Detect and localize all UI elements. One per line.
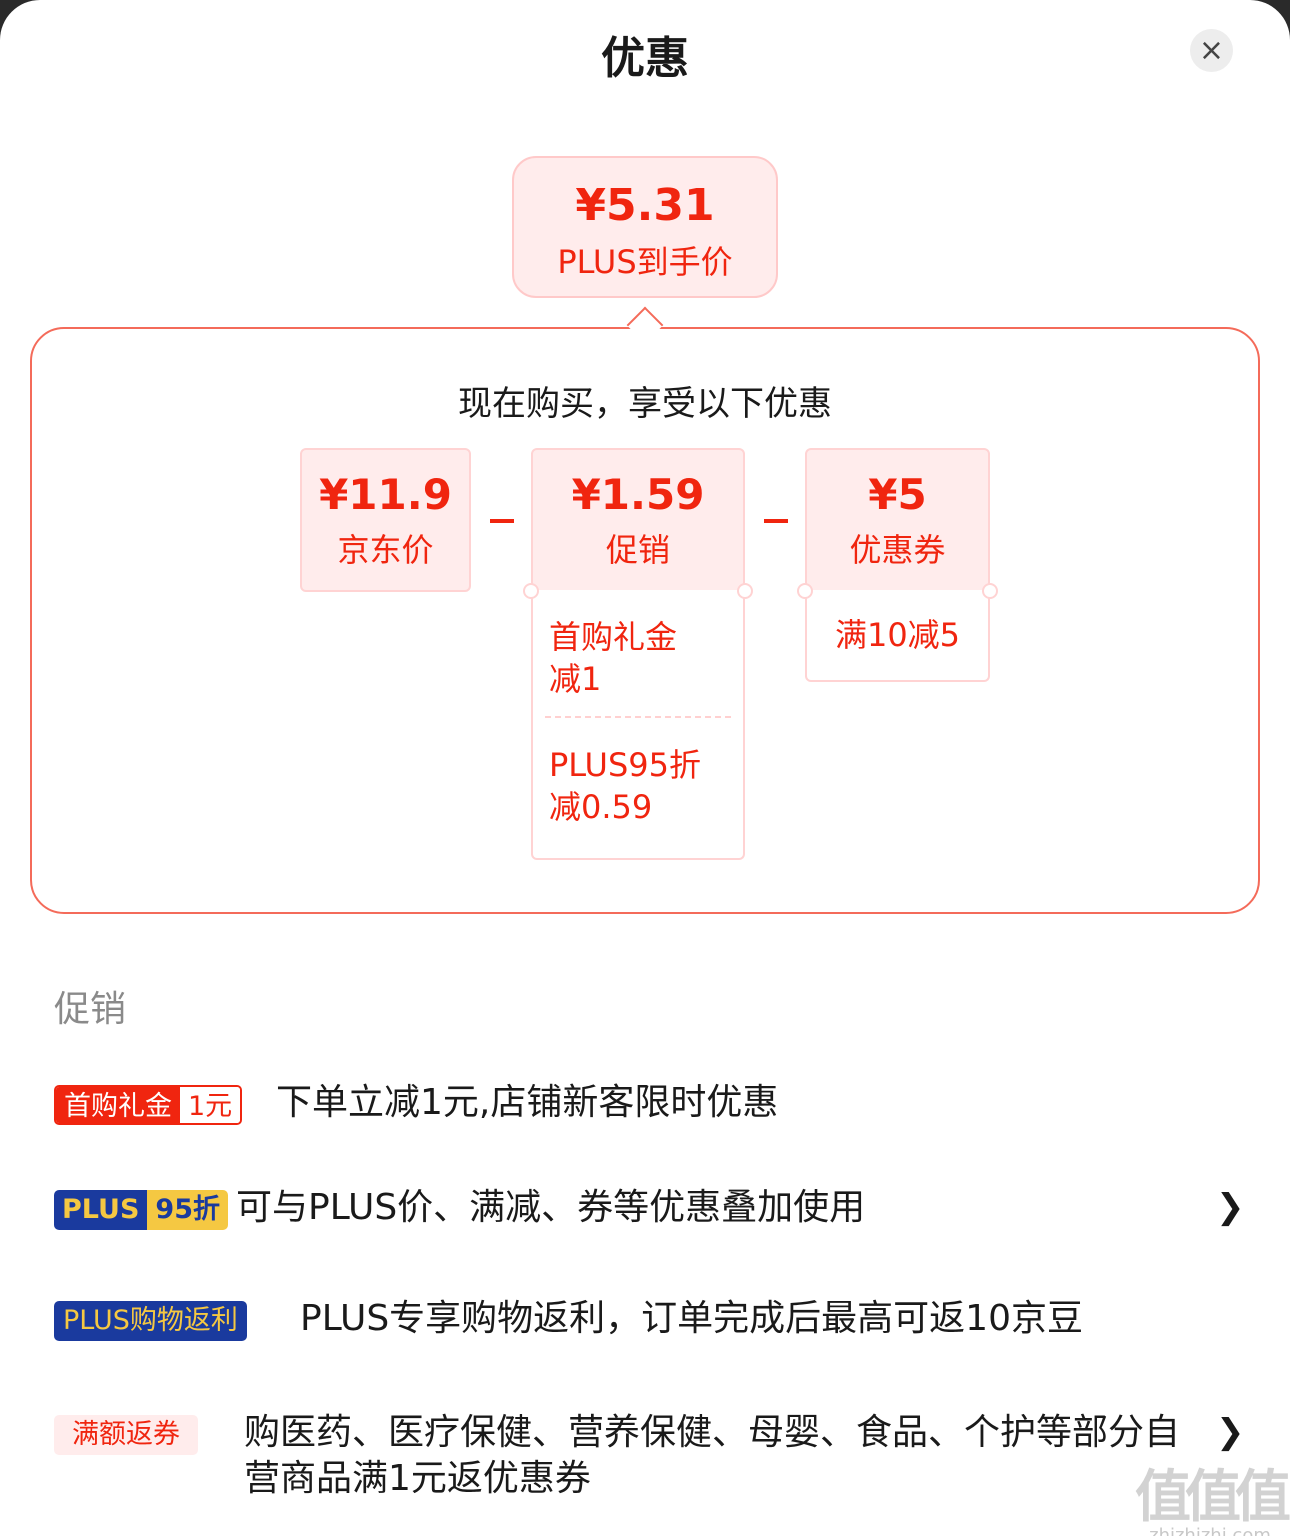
final-price-amount: ¥5.31 [575,180,715,231]
tag-sub: 1元 [180,1087,241,1123]
promo-text: 购医药、医疗保健、营养保健、母婴、食品、个护等部分自营商品满1元返优惠券 [244,1412,1181,1499]
card-amount: ¥5 [868,470,927,519]
chevron-right-icon[interactable]: ❯ [1216,1187,1245,1227]
minus-sign [490,519,514,523]
tag-main: 首购礼金 [56,1087,180,1123]
dashed-divider [545,716,731,718]
watermark-logo: 值值值 [1135,1465,1290,1530]
final-price-label: PLUS到手价 [557,243,733,281]
card-label: 京东价 [337,531,434,569]
watermark-url: zhizhizhi.com [1149,1525,1271,1536]
tag-main: PLUS [54,1190,148,1230]
sheet-title: 优惠 [601,33,689,84]
final-price-badge: ¥5.31 PLUS到手价 [512,156,778,298]
card-label: 促销 [605,531,670,569]
card-promotion: ¥1.59 促销 [531,448,745,592]
minus-sign [764,519,788,523]
promo-text: 下单立减1元,店铺新客限时优惠 [276,1082,779,1123]
promo-detail-first-purchase: 首购礼金 减1 [549,618,678,698]
card-amount: ¥11.9 [319,470,452,519]
ticket-punch [523,583,539,599]
ticket-punch [737,583,753,599]
section-label-promotion: 促销 [54,989,127,1030]
tag-main: 满额返券 [54,1415,198,1455]
ticket-punch [982,583,998,599]
chevron-right-icon[interactable]: ❯ [1216,1412,1245,1452]
promo-row-coupon-return[interactable]: 满额返券 购医药、医疗保健、营养保健、母婴、食品、个护等部分自营商品满1元返优惠… [54,1410,1254,1506]
tag-coupon-return: 满额返券 [54,1415,198,1455]
tag-plus-95: PLUS 95折 [54,1190,228,1230]
card-coupon: ¥5 优惠券 [805,448,990,592]
promo-row-plus-rebate: PLUS购物返利 PLUS专享购物返利，订单完成后最高可返10京豆 [54,1296,1254,1346]
card-promotion-details: 首购礼金 减1 PLUS95折 减0.59 [531,590,745,860]
close-icon[interactable]: × [1190,29,1233,72]
card-coupon-details: 满10减5 [805,590,990,682]
coupon-detail: 满10减5 [834,616,961,654]
tag-main: PLUS购物返利 [54,1301,247,1341]
watermark: 值值值 zhizhizhi.com [1130,1452,1290,1536]
tag-plus-rebate: PLUS购物返利 [54,1301,247,1341]
promo-text: PLUS专享购物返利，订单完成后最高可返10京豆 [300,1298,1083,1339]
card-jd-price: ¥11.9 京东价 [300,448,471,592]
card-label: 优惠券 [849,531,946,569]
tag-sub: 95折 [147,1190,228,1230]
ticket-punch [797,583,813,599]
promo-text: 可与PLUS价、满减、券等优惠叠加使用 [236,1187,866,1228]
promo-detail-plus-discount: PLUS95折 减0.59 [549,746,701,826]
breakdown-heading: 现在购买，享受以下优惠 [458,384,832,424]
card-amount: ¥1.59 [571,470,705,519]
tag-first-purchase: 首购礼金 1元 [54,1085,243,1125]
promo-row-plus-discount[interactable]: PLUS 95折 可与PLUS价、满减、券等优惠叠加使用 ❯ [54,1185,1254,1235]
promo-row-first-purchase: 首购礼金 1元 下单立减1元,店铺新客限时优惠 [54,1080,1254,1130]
